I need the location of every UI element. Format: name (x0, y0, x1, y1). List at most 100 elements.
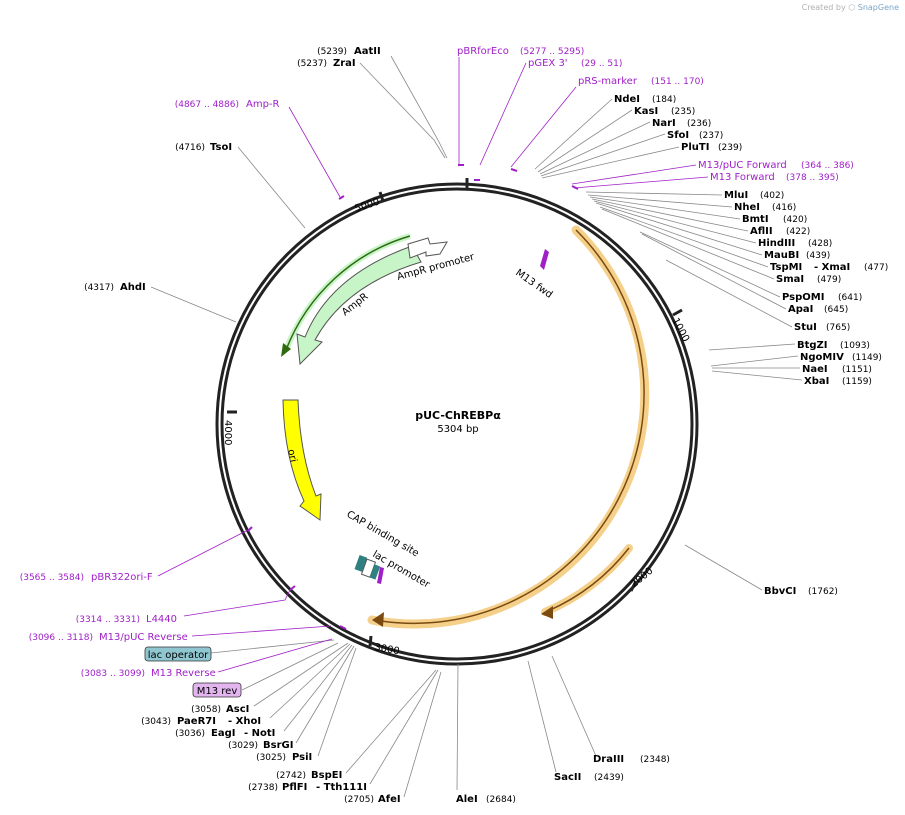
insert-inner-arrowhead (541, 606, 553, 619)
smai-name[interactable]: SmaI (776, 274, 804, 285)
apai-name[interactable]: ApaI (788, 304, 813, 315)
xbai-name[interactable]: XbaI (804, 376, 829, 387)
lac-operator-tag[interactable]: lac operator (144, 646, 212, 662)
smai-leader (601, 208, 775, 280)
maubi-name[interactable]: MauBI (764, 250, 799, 261)
nhei-pos: (416) (772, 203, 796, 213)
ori-feature[interactable]: ori (282, 399, 322, 521)
draiii-name[interactable]: DraIII (593, 754, 624, 765)
tspmi-name[interactable]: TspMI (770, 262, 802, 273)
plasmid-backbone (215, 178, 699, 666)
noti-name[interactable]: - NotI (244, 728, 275, 739)
pbr322ori-name[interactable]: pBR322ori-F (91, 572, 153, 583)
l4440-pos: (3314 .. 3331) (76, 615, 140, 625)
pflfi-name[interactable]: PflFI (282, 782, 307, 793)
ahdi-pos: (4317) (84, 283, 114, 293)
prsmarker-name[interactable]: pRS-marker (578, 76, 638, 87)
m13rev-tag[interactable]: M13 rev (192, 682, 242, 698)
m13rev-tag-bg (192, 682, 242, 698)
ahdi-leader (150, 286, 237, 323)
lac-operator-box (369, 564, 381, 580)
aatii-name[interactable]: AatII (354, 46, 381, 57)
mlui-pos: (402) (760, 191, 784, 201)
bbvci-pos: (1762) (808, 587, 838, 597)
eagi-name[interactable]: EagI (211, 728, 235, 739)
primer-markers (247, 164, 579, 630)
naei-name[interactable]: NaeI (802, 364, 828, 375)
xhoi-name[interactable]: - XhoI (228, 716, 261, 727)
sfoi-pos: (237) (699, 131, 723, 141)
paer7i-leader (269, 643, 351, 719)
ngomiv-leader (710, 355, 799, 367)
bsrgi-pos: (3029) (228, 741, 258, 751)
stui-name[interactable]: StuI (794, 322, 817, 333)
nari-name[interactable]: NarI (652, 118, 676, 129)
mlui-name[interactable]: MluI (724, 190, 748, 201)
m13rev-tag-label: M13 rev (197, 686, 238, 697)
tsoi-name[interactable]: TsoI (210, 142, 232, 153)
pluti-name[interactable]: PluTI (681, 142, 709, 153)
psii-name[interactable]: PsiI (292, 752, 312, 763)
bspei-leader (345, 669, 437, 774)
lac-operator-leader (210, 639, 335, 654)
lac-region[interactable]: CAP binding site lac promoter (345, 509, 433, 591)
zrai-name[interactable]: ZraI (333, 58, 356, 69)
plasmid-length: 5304 bp (437, 424, 478, 435)
sacii-name[interactable]: SacII (554, 772, 581, 783)
m13puc-rev-name[interactable]: M13/pUC Reverse (99, 632, 188, 643)
ngomiv-name[interactable]: NgoMIV (800, 352, 844, 363)
tick-1000-mark (672, 308, 683, 317)
aatii-leader (390, 55, 448, 159)
ampr-arrow-shape (296, 245, 422, 366)
m13-fwd-name[interactable]: M13 Forward (710, 172, 775, 183)
hindiii-name[interactable]: HindIII (758, 238, 795, 249)
ampr-feature[interactable]: AmpR (296, 245, 422, 366)
xmai-name[interactable]: - XmaI (814, 262, 850, 273)
m13rev-leader (241, 642, 339, 691)
tick-2000-mark (629, 580, 638, 592)
kasi-name[interactable]: KasI (634, 106, 658, 117)
m13fwd-feature[interactable]: M13 fwd (513, 249, 554, 301)
maubi-leader (595, 202, 763, 256)
btgzi-name[interactable]: BtgZI (797, 340, 828, 351)
pbrforeco-name[interactable]: pBRforEco (457, 46, 509, 57)
bspei-name[interactable]: BspEI (311, 770, 342, 781)
asci-name[interactable]: AscI (226, 704, 249, 715)
bsrgi-name[interactable]: BsrGI (263, 740, 293, 751)
bmti-name[interactable]: BmtI (742, 214, 769, 225)
tick-5000-label: 5000 (354, 197, 382, 215)
pbr322ori-pos: (3565 .. 3584) (20, 573, 84, 583)
insert-outer-arc (374, 229, 645, 625)
bsrgi-leader (295, 645, 355, 744)
aflii-name[interactable]: AflII (750, 226, 773, 237)
pspomi-name[interactable]: PspOMI (782, 292, 824, 303)
ampr-arc-arrowhead (281, 343, 291, 357)
alei-name[interactable]: AleI (456, 794, 478, 805)
sfoi-name[interactable]: SfoI (667, 130, 689, 141)
asci-pos: (3058) (191, 705, 221, 715)
afei-name[interactable]: AfeI (378, 794, 401, 805)
m13-rev-name[interactable]: M13 Reverse (151, 668, 216, 679)
pluti-leader (541, 146, 680, 179)
pgex3-name[interactable]: pGEX 3' (528, 58, 568, 69)
insert-feature[interactable] (367, 225, 650, 629)
btgzi-leader (708, 343, 796, 351)
tsoi-leader (237, 146, 306, 229)
kasi-pos: (235) (671, 107, 695, 117)
ampr-primer-name[interactable]: Amp-R (246, 99, 280, 110)
xbai-pos: (1159) (842, 377, 872, 387)
ahdi-name[interactable]: AhdI (120, 282, 146, 293)
nhei-name[interactable]: NheI (734, 202, 760, 213)
m13puc-fwd-name[interactable]: M13/pUC Forward (698, 160, 787, 171)
naei-pos: (1151) (842, 365, 872, 375)
xbai-leader (711, 370, 803, 381)
nari-pos: (236) (687, 119, 711, 129)
m13-rev-pos: (3083 .. 3099) (81, 669, 145, 679)
bbvci-name[interactable]: BbvCI (764, 586, 796, 597)
ndei-name[interactable]: NdeI (614, 94, 640, 105)
tth111i-name[interactable]: - Tth111I (316, 782, 367, 793)
pbr322ori-leader (157, 529, 249, 577)
l4440-name[interactable]: L4440 (146, 614, 177, 625)
l4440-marker (289, 585, 296, 591)
paer7i-name[interactable]: PaeR7I (177, 716, 216, 727)
